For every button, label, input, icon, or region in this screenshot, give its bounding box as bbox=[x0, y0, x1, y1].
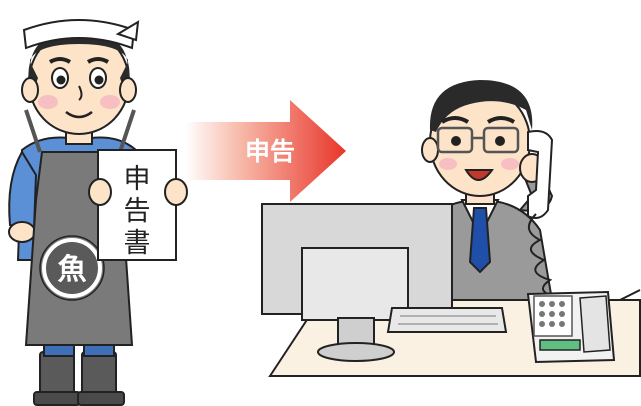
apron-badge-char: 魚 bbox=[57, 252, 86, 286]
arrow-label: 申告 bbox=[245, 137, 295, 166]
keyboard-icon bbox=[386, 307, 508, 333]
document-char-1: 申 bbox=[124, 164, 151, 195]
document-char-2: 告 bbox=[124, 196, 151, 227]
arrow-graphic: 申告 bbox=[185, 100, 346, 202]
telephone-handset bbox=[527, 130, 561, 299]
telephone-icon bbox=[526, 290, 616, 364]
computer-monitor-icon bbox=[261, 203, 453, 362]
document-char-3: 書 bbox=[124, 228, 151, 259]
declaration-document: 申 告 書 bbox=[88, 149, 188, 261]
